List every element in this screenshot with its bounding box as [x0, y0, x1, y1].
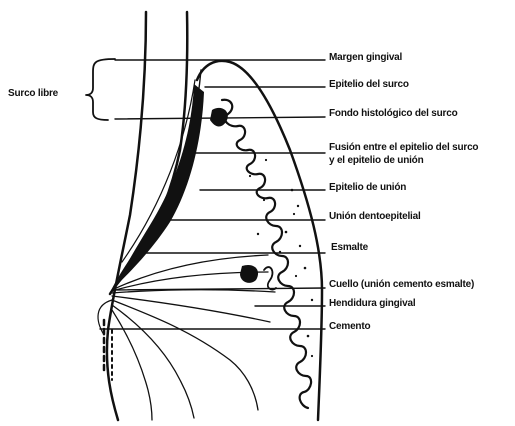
label-union-dentoepitelial: Unión dentoepitelial — [329, 211, 421, 223]
label-hendidura: Hendidura gingival — [329, 298, 415, 310]
epithelium-dark-patch-2 — [240, 265, 258, 283]
label-fondo-histologico: Fondo histológico del surco — [329, 108, 458, 120]
label-cuello: Cuello (unión cemento esmalte) — [329, 279, 474, 291]
epithelium-dark-patch — [210, 108, 228, 127]
label-surco-libre: Surco libre — [8, 88, 58, 100]
gingival-fiber — [112, 305, 194, 418]
inner-rete-line — [264, 267, 276, 290]
label-esmalte: Esmalte — [331, 242, 368, 254]
label-epitelio-surco: Epitelio del surco — [329, 79, 409, 91]
label-fusion-line1: Fusión entre el epitelio del surco — [329, 142, 478, 154]
epithelial-rete-pegs — [222, 100, 311, 408]
label-margen-gingival: Margen gingival — [329, 52, 402, 64]
surco-libre-bracket — [86, 59, 115, 120]
enamel-band — [114, 84, 204, 288]
gingival-fiber — [112, 300, 258, 410]
gingival-fiber — [112, 310, 152, 420]
label-epitelio-union: Epitelio de unión — [329, 182, 406, 194]
label-fusion-line2: y el epitelio de unión — [329, 155, 424, 167]
label-cemento: Cemento — [329, 321, 370, 333]
